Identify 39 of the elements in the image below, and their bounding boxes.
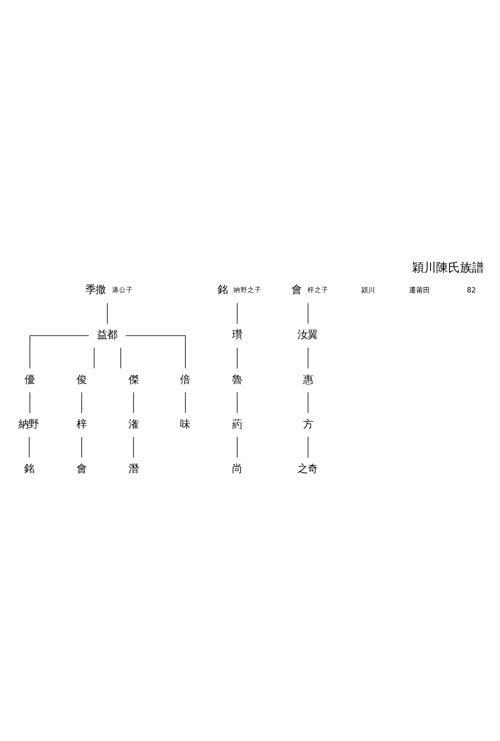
node-text: 味 [180, 418, 190, 430]
node-text: 之奇 [298, 463, 318, 476]
node-text: 會 [76, 463, 86, 476]
node-text: 方 [302, 418, 313, 430]
diagram-title: 穎川陳氏族譜 [412, 260, 484, 275]
node-text: 葯 [232, 418, 242, 430]
node-text: 銘 [218, 284, 228, 296]
connector [120, 347, 122, 369]
node-text: 會 [292, 284, 302, 296]
node-text: 傑 [128, 374, 138, 386]
connector [81, 436, 82, 458]
connector [28, 436, 30, 458]
connector [236, 392, 238, 414]
connector [30, 335, 90, 369]
node-text: 季撒 [86, 284, 106, 296]
connector [133, 436, 134, 458]
node-text: 倍 [180, 374, 190, 386]
node-text: 尚 [232, 463, 242, 476]
node-text: 俊 [76, 374, 86, 386]
connector [236, 347, 238, 369]
node-text: 潅 [128, 418, 138, 430]
node-text: 瓚 [232, 329, 242, 342]
node-text: 潛 [128, 463, 138, 476]
node-text: 優 [24, 374, 35, 386]
node-text: 納野 [18, 418, 39, 430]
connector [236, 302, 238, 324]
node-text: 梓 [76, 418, 86, 430]
node-text: 魯 [232, 374, 242, 386]
node-text: 銘 [24, 463, 34, 476]
connector [81, 392, 82, 414]
connector [125, 335, 186, 369]
connector [94, 347, 95, 369]
connector [106, 302, 108, 324]
node-text: 汝翼 [298, 329, 318, 342]
connector [236, 436, 238, 458]
node-text: 惠 [302, 374, 313, 386]
node-text: 益都 [96, 329, 117, 342]
connector [185, 392, 186, 414]
connector [133, 392, 134, 414]
